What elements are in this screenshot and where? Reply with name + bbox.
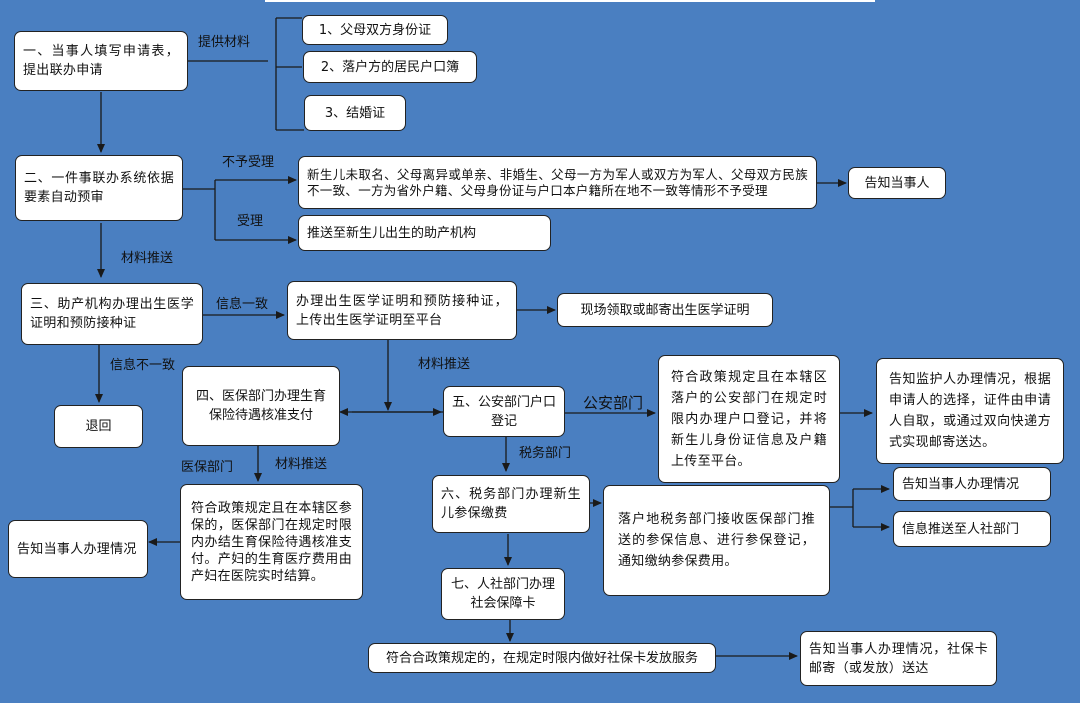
- step1-apply: 一、当事人填写申请表，提出联办申请: [14, 31, 188, 91]
- label-tax-dept: 税务部门: [519, 446, 572, 461]
- notify-guardian-box: 告知监护人办理情况，根据申请人的选择，证件由申请人自取，或通过双向快递方式实现邮…: [876, 358, 1064, 464]
- step2-precheck: 二、一件事联办系统依据要素自动预审: [15, 155, 183, 221]
- notify-party-box: 告知当事人: [848, 167, 946, 199]
- top-edge-bar: [265, 0, 875, 2]
- label-not-accepted: 不予受理: [222, 155, 275, 170]
- label-accepted: 受理: [237, 214, 264, 229]
- step6-detail-box: 落户地税务部门接收医保部门推送的参保信息、进行参保登记，通知缴纳参保费用。: [603, 485, 830, 596]
- step5-detail-box: 符合政策规定且在本辖区落户的公安部门在规定时限内办理户口登记，并将新生儿身份证信…: [658, 355, 840, 483]
- pickup-cert-box: 现场领取或邮寄出生医学证明: [557, 293, 773, 327]
- step6-tax: 六、税务部门办理新生儿参保缴费: [432, 475, 590, 533]
- label-material-push-3: 材料推送: [275, 457, 328, 472]
- card-service-box: 符合合政策规定的，在规定时限内做好社保卡发放服务: [368, 643, 716, 673]
- return-box: 退回: [54, 405, 143, 448]
- issue-cert-box: 办理出生医学证明和预防接种证，上传出生医学证明至平台: [287, 281, 517, 340]
- label-medical-dept: 医保部门: [181, 460, 234, 475]
- label-police-dept: 公安部门: [583, 394, 644, 412]
- label-material-push-2: 材料推送: [418, 357, 471, 372]
- push-hr-box: 信息推送至人社部门: [893, 511, 1051, 547]
- material-1-box: 1、父母双方身份证: [302, 15, 448, 45]
- material-3-box: 3、结婚证: [304, 95, 406, 131]
- push-hospital-box: 推送至新生儿出生的助产机构: [298, 215, 551, 251]
- label-material-push-1: 材料推送: [121, 251, 174, 266]
- material-2-box: 2、落户方的居民户口簿: [303, 51, 477, 83]
- label-info-inconsistent: 信息不一致: [110, 358, 176, 373]
- step5-police: 五、公安部门户口登记: [443, 386, 565, 437]
- step7-hr: 七、人社部门办理社会保障卡: [441, 568, 565, 620]
- notify-tax-box: 告知当事人办理情况: [893, 467, 1051, 501]
- label-provide-materials: 提供材料: [198, 35, 251, 50]
- notify-card-box: 告知当事人办理情况，社保卡邮寄（或发放）送达: [800, 631, 997, 686]
- label-info-consistent: 信息一致: [216, 297, 269, 312]
- reject-conditions-box: 新生儿未取名、父母离异或单亲、非婚生、父母一方为军人或双方为军人、父母双方民族不…: [298, 156, 817, 209]
- step4-detail-box: 符合政策规定且在本辖区参保的，医保部门在规定时限内办结生育保险待遇核准支付。产妇…: [180, 484, 363, 600]
- step3-hospital: 三、助产机构办理出生医学证明和预防接种证: [21, 283, 203, 345]
- step4-medical: 四、医保部门办理生育保险待遇核准支付: [182, 366, 340, 446]
- notify-left-box: 告知当事人办理情况: [8, 520, 148, 578]
